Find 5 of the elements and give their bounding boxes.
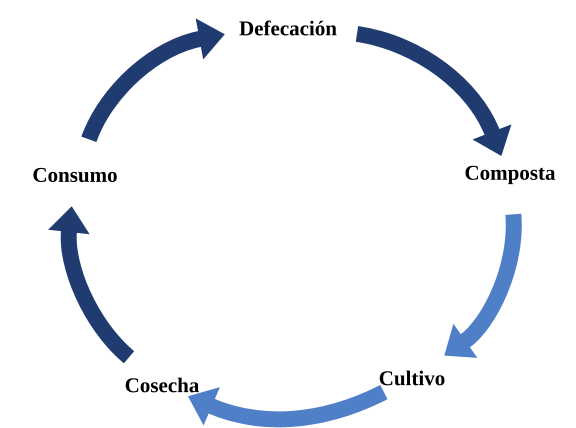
cycle-label: Composta (466, 166, 556, 184)
cycle-label: Defecación (239, 20, 337, 36)
cycle-label: Cultivo (380, 370, 444, 386)
cycle-label: Cosecha (126, 378, 199, 392)
cycle-label: Consumo (33, 168, 117, 182)
